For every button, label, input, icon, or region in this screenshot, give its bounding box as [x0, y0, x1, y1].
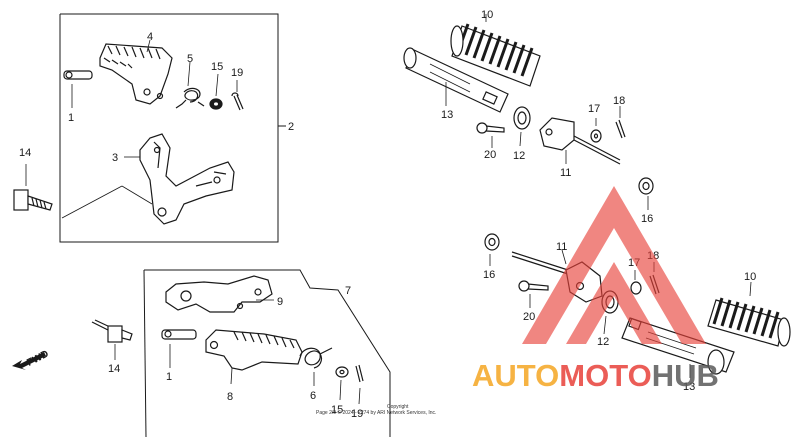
holder-part-11 [539, 117, 621, 165]
step-part-4 [99, 43, 173, 105]
callout-6: 6 [310, 390, 316, 402]
lower-step-assembly [143, 269, 391, 437]
cotter-pin-part-19 [231, 92, 244, 111]
callout-16-lower: 16 [483, 269, 495, 281]
callout-2: 2 [288, 121, 294, 133]
callout-10-lower: 10 [744, 271, 756, 283]
callout-9: 9 [277, 296, 283, 308]
callout-15: 15 [211, 61, 223, 73]
callout-13-lower: 13 [683, 381, 695, 393]
washer-part-15 [209, 98, 223, 110]
automotohub-watermark: AUTOMOTOHUB [472, 186, 719, 393]
callout-15-lower: 15 [331, 404, 343, 416]
forward-arrow [12, 352, 46, 370]
step-part-8 [205, 329, 303, 371]
bracket-part-9 [165, 275, 273, 313]
spring-part-5 [175, 87, 205, 109]
assembly-7-frame [143, 269, 147, 437]
svg-text:AUTOMOTOHUB: AUTOMOTOHUB [472, 358, 719, 393]
callout-10: 10 [481, 9, 493, 21]
callout-12: 12 [513, 150, 525, 162]
cotter-pin-part-18 [615, 119, 626, 139]
callout-12-lower: 12 [597, 336, 609, 348]
pin-part-1-lower [161, 329, 197, 340]
bolt-part-14-lower [91, 319, 133, 360]
rear-step-upper [403, 14, 654, 210]
callout-5: 5 [187, 53, 193, 65]
callout-19-lower: 19 [351, 408, 363, 420]
bolt-part-14-upper [13, 164, 53, 211]
callout-18: 18 [613, 95, 625, 107]
washer-part-17-lower [630, 281, 642, 295]
fwd-label: FWD [25, 349, 50, 369]
callout-4: 4 [147, 31, 153, 43]
washer-part-12 [513, 106, 531, 130]
watermark-hub: HUB [652, 358, 719, 393]
rubber-part-10 [450, 23, 541, 87]
callout-20-lower: 20 [523, 311, 535, 323]
assembly-2-frame [59, 13, 279, 243]
callout-11-lower: 11 [556, 241, 567, 253]
callout-14-lower: 14 [108, 363, 120, 375]
pin-part-20 [476, 122, 505, 134]
bracket-part-3 [139, 133, 235, 225]
pin-part-1 [63, 70, 93, 80]
callout-20: 20 [484, 149, 496, 161]
upper-step-assembly [59, 13, 286, 243]
rubber-part-10-lower [707, 297, 791, 347]
step-bar-part-13 [403, 47, 509, 113]
collar-part-16-lower [484, 233, 500, 251]
cotter-pin-part-19-lower [355, 364, 364, 383]
callout-14: 14 [19, 147, 31, 159]
callout-3: 3 [112, 152, 118, 164]
callout-7: 7 [345, 285, 351, 297]
spring-part-6 [299, 347, 333, 369]
watermark-auto: AUTO [472, 358, 559, 393]
callout-13: 13 [441, 109, 453, 121]
washer-part-15-lower [335, 366, 349, 378]
collar-part-16 [638, 177, 654, 195]
washer-part-17 [590, 129, 602, 143]
callout-11: 11 [560, 167, 571, 179]
callout-1-lower: 1 [166, 371, 172, 383]
callout-8: 8 [227, 391, 233, 403]
callout-19: 19 [231, 67, 243, 79]
copyright-line-1: Copyright [387, 404, 409, 410]
callout-1: 1 [68, 112, 74, 124]
callout-16: 16 [641, 213, 653, 225]
pin-part-20-lower [518, 280, 549, 292]
copyright-line-2: Page 2/9 © 2024 - 2274 by ARI Network Se… [316, 409, 436, 416]
callout-17: 17 [588, 103, 600, 115]
watermark-moto: MOTO [559, 358, 651, 393]
